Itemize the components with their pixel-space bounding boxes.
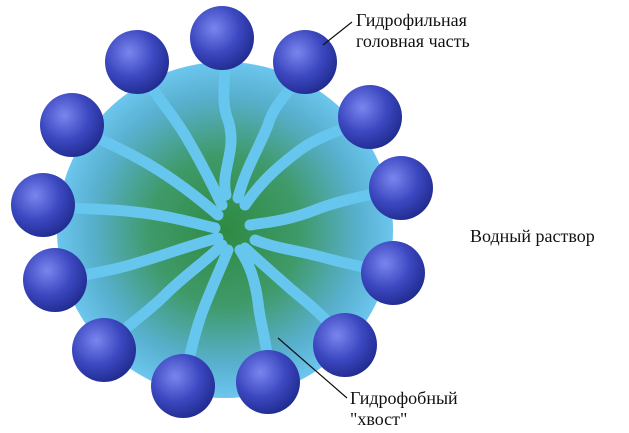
head-9 bbox=[72, 318, 136, 382]
head-7 bbox=[236, 350, 300, 414]
head-2 bbox=[273, 30, 337, 94]
head-1 bbox=[190, 6, 254, 70]
head-11 bbox=[11, 173, 75, 237]
head-13 bbox=[105, 30, 169, 94]
hydrophilic-head-label-line1: Гидрофильная bbox=[356, 10, 470, 31]
head-8 bbox=[151, 354, 215, 418]
hydrophobic-tail-label: Гидрофобный "хвост" bbox=[350, 388, 458, 430]
hydrophilic-head-label: Гидрофильная головная часть bbox=[356, 10, 470, 52]
head-4 bbox=[369, 156, 433, 220]
aqueous-solution-label: Водный раствор bbox=[470, 226, 595, 247]
head-12 bbox=[40, 93, 104, 157]
head-3 bbox=[338, 85, 402, 149]
hydrophobic-tail-label-line2: "хвост" bbox=[350, 409, 458, 430]
hydrophobic-tail-label-line1: Гидрофобный bbox=[350, 388, 458, 409]
head-leader-line bbox=[323, 22, 352, 45]
head-5 bbox=[361, 241, 425, 305]
aqueous-solution-text: Водный раствор bbox=[470, 226, 595, 247]
head-10 bbox=[23, 248, 87, 312]
head-6 bbox=[313, 313, 377, 377]
hydrophilic-head-label-line2: головная часть bbox=[356, 31, 470, 52]
